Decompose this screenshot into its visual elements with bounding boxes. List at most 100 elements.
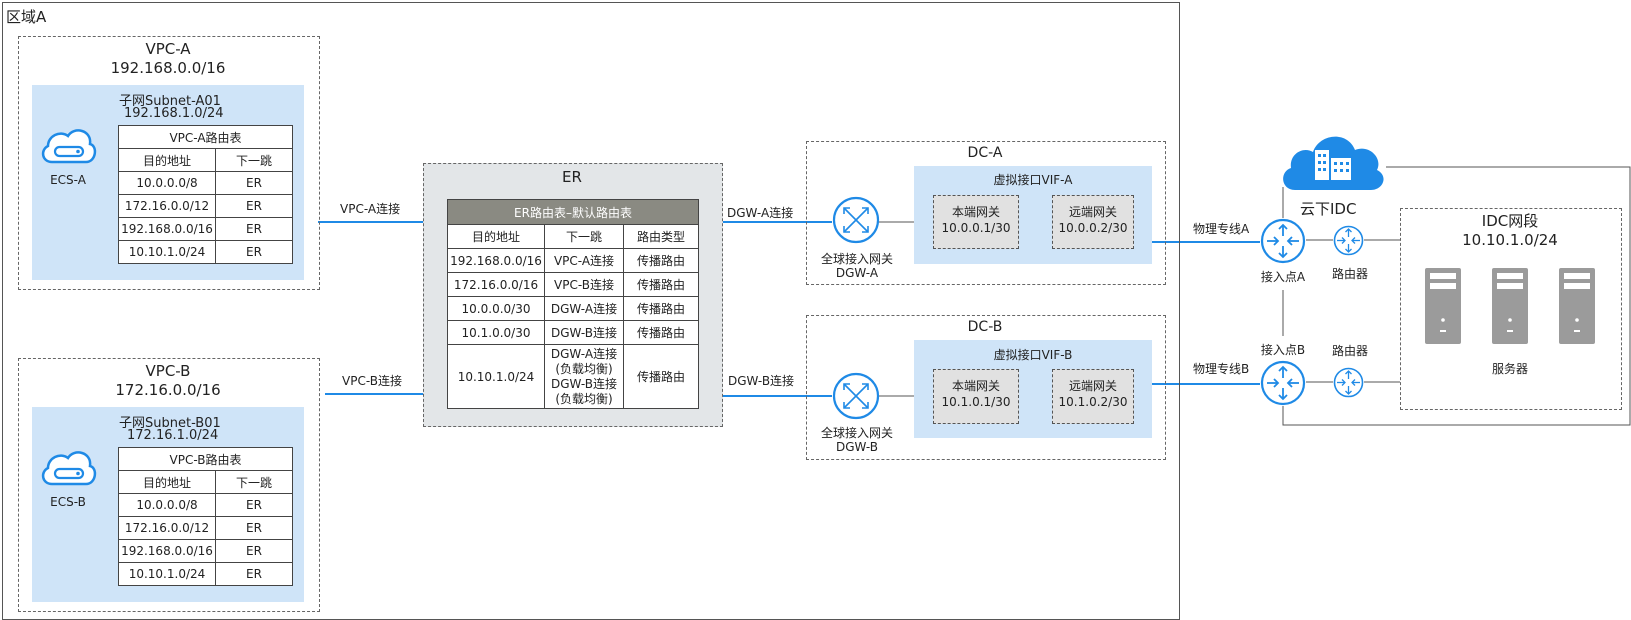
vpc-a-link-label: VPC-A连接 (340, 202, 401, 216)
hop-cell: ER (215, 240, 293, 264)
hop-cell: DGW-B连接 (544, 320, 624, 345)
hop-cell: ER (215, 516, 293, 540)
server-icon (1559, 268, 1595, 344)
col-header: 下一跳 (544, 224, 624, 249)
hop-cell: ER (215, 171, 293, 195)
hop-line: (负载均衡) (555, 391, 613, 406)
dest-cell: 192.168.0.0/16 (118, 539, 216, 563)
line-b-label: 物理专线B (1193, 362, 1250, 376)
vpc-b-title: VPC-B (145, 362, 191, 380)
dc-b-remote-gateway: 远端网关 10.1.0.2/30 (1052, 369, 1134, 424)
col-header: 目的地址 (118, 148, 216, 172)
cloud-idc-label: 云下IDC (1300, 200, 1357, 218)
remote-gateway-ip: 10.1.0.2/30 (1058, 395, 1128, 409)
ecs-a-label: ECS-A (50, 173, 86, 187)
dgw-b-name: DGW-B (835, 440, 879, 454)
dest-cell: 192.168.0.0/16 (447, 248, 545, 273)
router-a-icon (1333, 225, 1364, 256)
local-gateway-ip: 10.0.0.1/30 (941, 221, 1011, 235)
type-cell: 传播路由 (623, 320, 699, 345)
dest-cell: 10.1.0.0/30 (447, 320, 545, 345)
col-header: 目的地址 (118, 470, 216, 494)
type-cell: 传播路由 (623, 272, 699, 297)
type-cell: 传播路由 (623, 296, 699, 321)
hop-cell: ER (215, 539, 293, 563)
local-gateway-label: 本端网关 (951, 379, 1000, 393)
remote-gateway-label: 远端网关 (1068, 379, 1117, 393)
col-header: 下一跳 (215, 148, 293, 172)
vpc-a-cidr: 192.168.0.0/16 (110, 59, 226, 77)
vpc-a-box (18, 36, 320, 290)
table-title: VPC-B路由表 (118, 447, 293, 471)
servers-label: 服务器 (1491, 362, 1528, 376)
remote-gateway-ip: 10.0.0.2/30 (1058, 221, 1128, 235)
remote-gateway-label: 远端网关 (1068, 205, 1117, 219)
ecs-b-icon (41, 451, 97, 486)
hop-cell: DGW-A连接 (负载均衡) DGW-B连接 (负载均衡) (544, 344, 624, 409)
table-title: ER路由表–默认路由表 (447, 199, 699, 225)
subnet-b01-name: 子网Subnet-B01 (119, 416, 221, 431)
dc-a-box (806, 141, 1166, 285)
access-point-b-icon (1260, 360, 1306, 406)
vif-b-label: 虚拟接口VIF-B (993, 348, 1073, 362)
dest-cell: 10.10.1.0/24 (447, 344, 545, 409)
table-row: 10.10.1.0/24 DGW-A连接 (负载均衡) DGW-B连接 (负载均… (447, 344, 699, 409)
hop-cell: ER (215, 194, 293, 218)
hop-cell: VPC-B连接 (544, 272, 624, 297)
dest-cell: 10.0.0.0/8 (118, 493, 216, 517)
line-a-label: 物理专线A (1193, 222, 1250, 236)
idc-segment-box (1400, 208, 1622, 410)
dest-cell: 10.0.0.0/30 (447, 296, 545, 321)
hop-cell: DGW-A连接 (544, 296, 624, 321)
dest-cell: 10.10.1.0/24 (118, 240, 216, 264)
server-icon (1492, 268, 1528, 344)
region-label: 区域A (6, 8, 47, 26)
dgw-a-label: 全球接入网关 (820, 252, 893, 266)
hop-line: DGW-A连接 (550, 346, 618, 361)
dgw-b-label: 全球接入网关 (820, 426, 893, 440)
table-title: VPC-A路由表 (118, 125, 293, 149)
ecs-a-icon (41, 129, 97, 164)
dc-b-box (806, 315, 1166, 460)
router-a-label: 路由器 (1331, 267, 1368, 281)
dgw-a-link-label: DGW-A连接 (727, 206, 794, 220)
ecs-b-label: ECS-B (50, 495, 86, 509)
vif-a-label: 虚拟接口VIF-A (993, 173, 1073, 187)
dest-cell: 172.16.0.0/12 (118, 516, 216, 540)
type-cell: 传播路由 (623, 248, 699, 273)
col-header: 下一跳 (215, 470, 293, 494)
idc-segment-cidr: 10.10.1.0/24 (1462, 231, 1558, 249)
router-b-icon (1333, 367, 1364, 398)
dest-cell: 192.168.0.0/16 (118, 217, 216, 241)
dgw-b-icon (832, 372, 880, 420)
col-header: 目的地址 (447, 224, 545, 249)
er-title: ER (562, 168, 582, 186)
access-point-b-label: 接入点B (1260, 343, 1306, 357)
dgw-a-name: DGW-A (835, 266, 879, 280)
vpc-b-cidr: 172.16.0.0/16 (115, 381, 221, 399)
dc-a-title: DC-A (967, 145, 1003, 161)
vpc-b-box (18, 358, 320, 612)
dest-cell: 172.16.0.0/16 (447, 272, 545, 297)
hop-cell: ER (215, 562, 293, 586)
dc-a-remote-gateway: 远端网关 10.0.0.2/30 (1052, 195, 1134, 249)
idc-segment-title: IDC网段 (1481, 212, 1539, 230)
hop-cell: ER (215, 217, 293, 241)
hop-cell: ER (215, 493, 293, 517)
vpc-b-link-label: VPC-B连接 (342, 374, 402, 388)
dgw-a-icon (832, 196, 880, 244)
hop-line: DGW-B连接 (550, 376, 618, 391)
dest-cell: 10.10.1.0/24 (118, 562, 216, 586)
